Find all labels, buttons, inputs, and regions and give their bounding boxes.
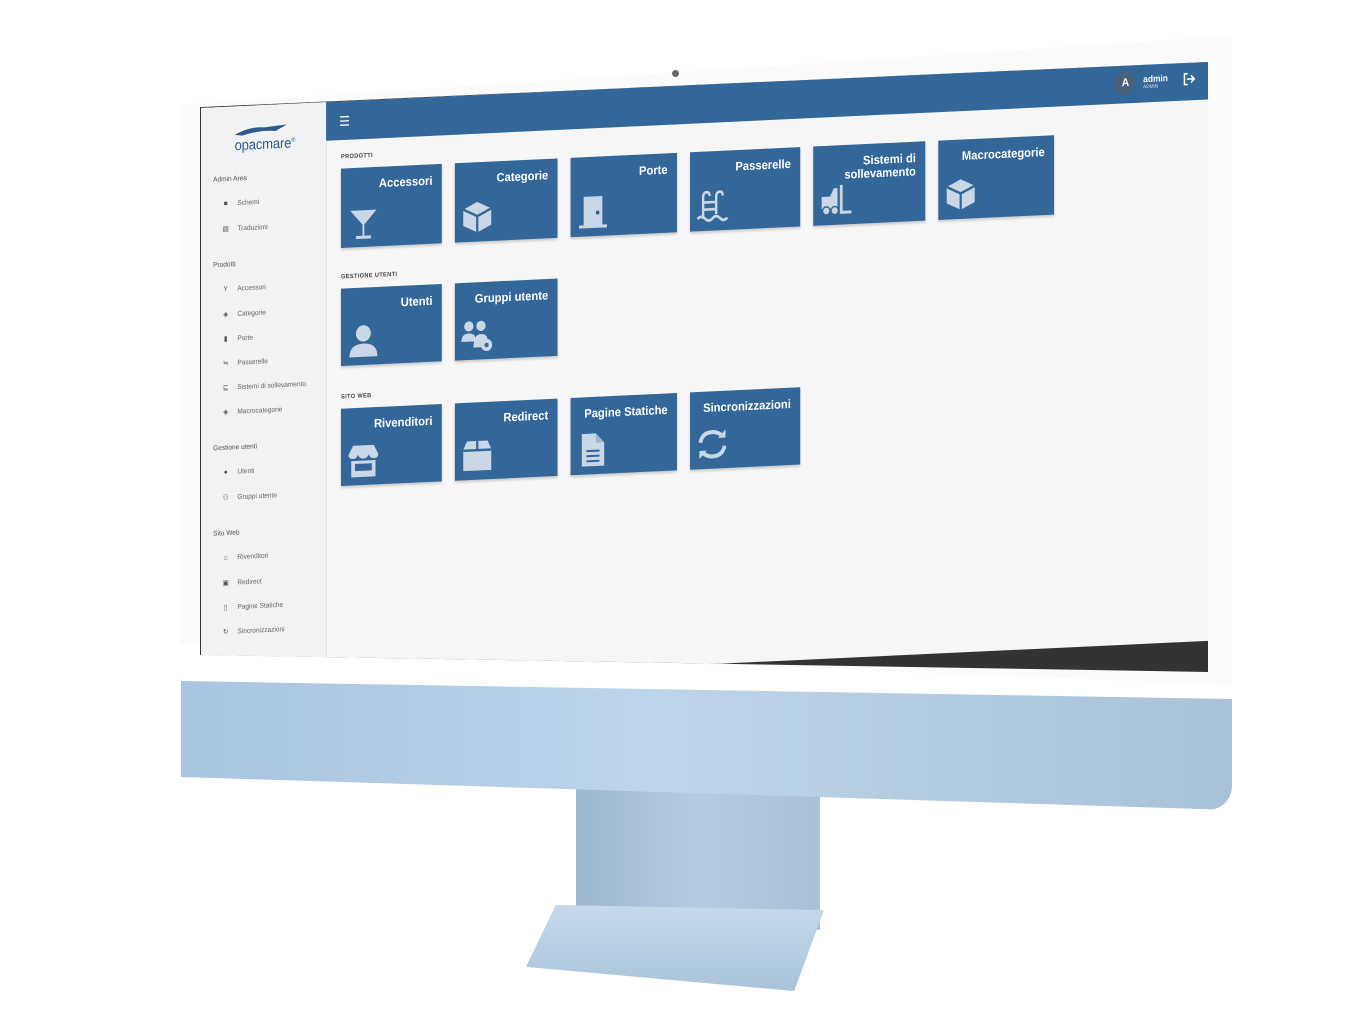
monitor-stand-base [526, 905, 824, 991]
tile-categorie[interactable]: Categorie [454, 158, 558, 243]
cocktail-icon [350, 209, 377, 240]
language-icon: ▤ [222, 225, 229, 234]
tile-redirect[interactable]: Redirect [454, 398, 558, 481]
sidebar-item-traduzioni[interactable]: ▤Traduzioni [222, 223, 268, 234]
logo-text: opacmare [234, 134, 292, 154]
sidebar-item-passerelle[interactable]: ≒Passerelle [222, 357, 268, 368]
user-role: ADMIN [1143, 83, 1159, 91]
logout-icon[interactable] [1183, 71, 1196, 89]
users-gear-icon: ⚇ [222, 494, 229, 502]
tile-porte[interactable]: Porte [570, 152, 677, 238]
store-icon [348, 444, 379, 478]
box-icon [462, 201, 492, 233]
tile-pagine-statiche[interactable]: Pagine Statiche [570, 392, 677, 476]
tile-accessori[interactable]: Accessori [340, 163, 442, 248]
group-title-prodotti: PRODOTTI [340, 152, 373, 161]
sidebar-section-sito-web: Sito Web [213, 529, 240, 538]
topbar: ☰ A admin ADMIN [326, 62, 1208, 141]
archive-icon: ▣ [222, 579, 229, 588]
file-icon: ▯ [223, 604, 228, 612]
app-window: opacmare® Admin Area ■Schemi ▤Traduzioni… [201, 62, 1208, 672]
file-icon [581, 433, 605, 467]
briefcase-icon: ■ [223, 200, 228, 208]
user-info: admin ADMIN [1143, 73, 1168, 90]
tile-passerelle[interactable]: Passerelle [690, 147, 801, 232]
forklift-icon: ⊑ [222, 384, 229, 392]
sidebar-item-porte[interactable]: ▮Porte [222, 333, 253, 343]
sidebar-item-categorie[interactable]: ◈Categorie [223, 308, 266, 319]
forklift-icon [821, 184, 852, 216]
sidebar-item-redirect[interactable]: ▣Redirect [222, 577, 262, 588]
sidebar: opacmare® Admin Area ■Schemi ▤Traduzioni… [201, 102, 327, 672]
sidebar-item-rivenditori[interactable]: ⌂Rivenditori [222, 553, 269, 562]
tile-sincronizzazioni[interactable]: Sincronizzazioni [690, 387, 801, 470]
avatar[interactable]: A [1115, 71, 1136, 95]
sync-icon [698, 429, 727, 460]
door-icon: ▮ [223, 335, 228, 343]
door-icon [578, 196, 607, 229]
user-icon [349, 325, 378, 358]
sidebar-item-macrocategorie[interactable]: ◈Macrocategorie [223, 405, 283, 417]
ladder-icon: ≒ [222, 360, 229, 368]
store-icon: ⌂ [223, 554, 228, 562]
logo-registered-mark: ® [291, 137, 296, 144]
sidebar-item-sincronizzazioni[interactable]: ↻Sincronizzazioni [222, 625, 285, 637]
sync-icon: ↻ [222, 628, 229, 637]
sidebar-section-gestione-utenti: Gestione utenti [213, 443, 258, 453]
sidebar-section-admin-area: Admin Area [213, 175, 247, 184]
sidebar-item-schemi[interactable]: ■Schemi [222, 199, 259, 208]
camera-dot [672, 70, 679, 77]
box-icon: ◈ [223, 408, 229, 417]
box-icon: ◈ [223, 311, 229, 319]
ladder-icon [696, 190, 729, 222]
sidebar-section-prodotti: Prodotti [213, 261, 236, 270]
sidebar-item-utenti[interactable]: ●Utenti [222, 468, 255, 477]
group-title-gestione-utenti: GESTIONE UTENTI [340, 271, 398, 281]
users-gear-icon [461, 320, 493, 352]
group-title-sito-web: SITO WEB [340, 393, 372, 401]
user-menu[interactable]: A admin ADMIN [1115, 69, 1196, 95]
hamburger-icon[interactable]: ☰ [339, 113, 351, 130]
tile-macrocategorie[interactable]: Macrocategorie [938, 135, 1055, 220]
archive-icon [463, 440, 492, 472]
monitor-stand-neck [576, 780, 820, 930]
boat-logo-icon [234, 124, 287, 136]
box-icon [946, 179, 976, 210]
tile-rivenditori[interactable]: Rivenditori [340, 404, 442, 487]
brand-logo[interactable]: opacmare® [227, 118, 302, 162]
user-icon: ● [223, 468, 228, 477]
monitor-screen: opacmare® Admin Area ■Schemi ▤Traduzioni… [200, 62, 1208, 672]
tile-utenti[interactable]: Utenti [340, 283, 442, 366]
monitor-chin [181, 681, 1232, 810]
sidebar-item-gruppi-utente[interactable]: ⚇Gruppi utente [222, 491, 277, 502]
tile-sistemi-di-sollevamento[interactable]: Sistemi di sollevamento [813, 141, 926, 226]
cocktail-icon: Y [223, 285, 228, 294]
tile-gruppi-utente[interactable]: Gruppi utente [454, 278, 558, 361]
sidebar-item-pagine-statiche[interactable]: ▯Pagine Statiche [222, 601, 283, 612]
sidebar-item-sistemi-di-sollevamento[interactable]: ⊑Sistemi di sollevamento [222, 380, 307, 392]
